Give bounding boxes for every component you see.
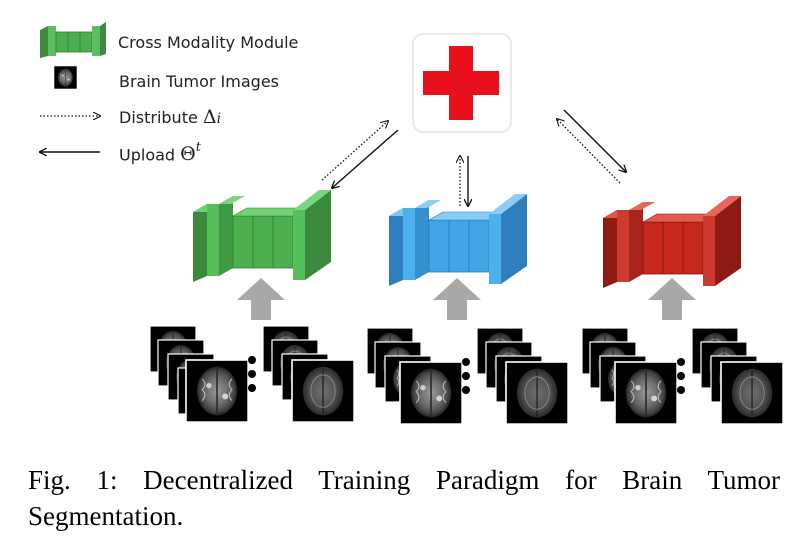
red-image-stack-a [581,327,678,425]
green-ellipsis [248,356,256,392]
legend-distribute: Distribute Δi [119,106,221,128]
green-client-module [193,190,331,282]
red-input-arrow [648,278,696,320]
figure-caption: Fig. 1: Decentralized Training Paradigm … [28,465,780,531]
blue-ellipsis [462,358,470,394]
legend-brain-icon [53,65,78,90]
red-image-stack-b [691,327,784,425]
legend-upload-label: Upload [119,145,176,165]
distribute-symbol: Δi [202,106,222,128]
right-exchange-arrows [557,109,626,184]
red-client-module [603,196,741,288]
blue-image-stack-b [476,327,569,425]
diagram-canvas [0,22,784,425]
upload-symbol: Θt [180,140,201,166]
green-input-arrow [237,278,285,320]
center-exchange-arrows [460,156,468,206]
left-exchange-arrows [321,121,399,188]
green-image-stack-a [149,325,249,423]
blue-image-stack-a [366,327,463,425]
blue-input-arrow [433,278,481,320]
green-image-stack-b [262,325,355,423]
legend-images-label: Brain Tumor Images [119,72,279,91]
legend-upload: Upload Θt [119,140,201,166]
red-cross-icon [423,46,499,120]
legend-module-label: Cross Modality Module [118,33,299,52]
blue-client-module [389,194,527,286]
legend-module-icon [40,22,106,58]
server-node [412,33,512,133]
legend-distribute-label: Distribute [119,108,198,127]
red-ellipsis [677,358,685,394]
